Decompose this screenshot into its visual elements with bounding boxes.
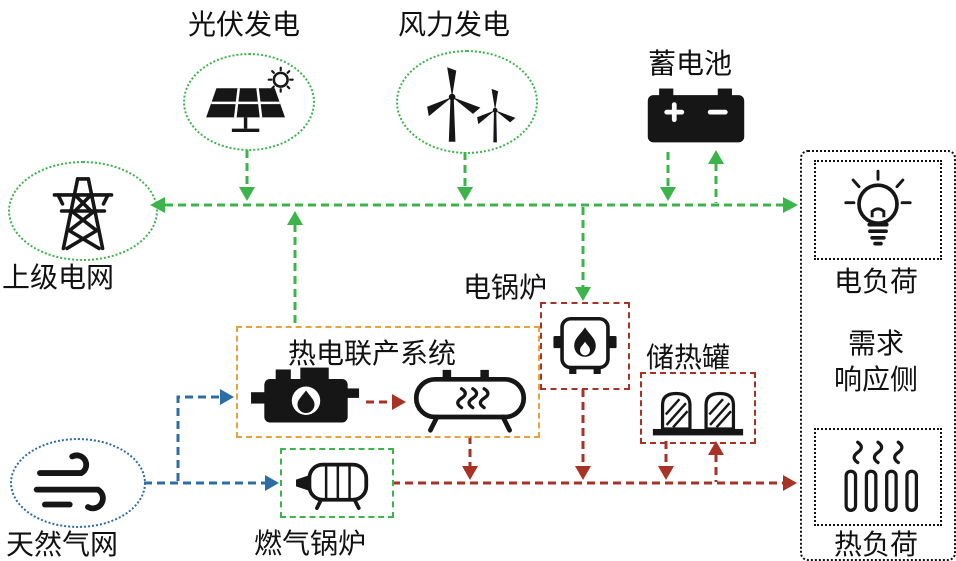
- heat-load-label: 热负荷: [833, 530, 918, 561]
- pv-label: 光伏发电: [188, 10, 301, 41]
- gas-boiler-node: [280, 448, 394, 518]
- heating-element-icon: [844, 440, 919, 512]
- heat-tank-label: 储热罐: [646, 343, 731, 374]
- chp-engine: [248, 360, 364, 432]
- heat-storage-tank-icon: [652, 391, 744, 436]
- heat-exchanger-icon: [413, 369, 527, 433]
- electric-boiler-label: 电锅炉: [463, 273, 548, 304]
- grid-node: [8, 161, 158, 261]
- electric-load-label: 电负荷: [833, 267, 918, 298]
- demand-response-panel: [800, 150, 956, 561]
- heat-tank-node: [640, 372, 756, 444]
- solar-panel-icon: [206, 66, 294, 132]
- chp-system-node: 热电联产系统: [236, 326, 540, 438]
- chp-label: 热电联产系统: [288, 339, 457, 370]
- pv-node: [183, 53, 315, 151]
- chp-heat-exchanger: [406, 368, 534, 434]
- grid-label: 上级电网: [2, 263, 115, 294]
- demand-side-label-line1: 需求: [847, 329, 904, 360]
- gas-flow-icon: [33, 452, 106, 512]
- gas-network-label: 天然气网: [6, 530, 119, 561]
- battery-node: [644, 82, 748, 148]
- demand-side-label-line2: 响应侧: [833, 365, 918, 396]
- transmission-tower-icon: [52, 177, 114, 251]
- electric-load-node: [814, 160, 942, 260]
- wind-turbine-icon: [427, 67, 516, 143]
- electric-boiler-node: [540, 302, 630, 390]
- battery-label: 蓄电池: [648, 49, 733, 80]
- light-bulb-icon: [844, 169, 912, 246]
- gas-boiler-icon: [296, 462, 369, 510]
- electric-boiler-icon: [553, 316, 617, 374]
- engine-icon: [251, 367, 360, 423]
- heat-load-node: [814, 428, 942, 526]
- wind-node: [396, 50, 538, 154]
- gas-boiler-label: 燃气锅炉: [254, 529, 367, 560]
- gas-network-node: [10, 438, 146, 528]
- wind-label: 风力发电: [398, 10, 511, 41]
- battery-icon: [647, 88, 745, 143]
